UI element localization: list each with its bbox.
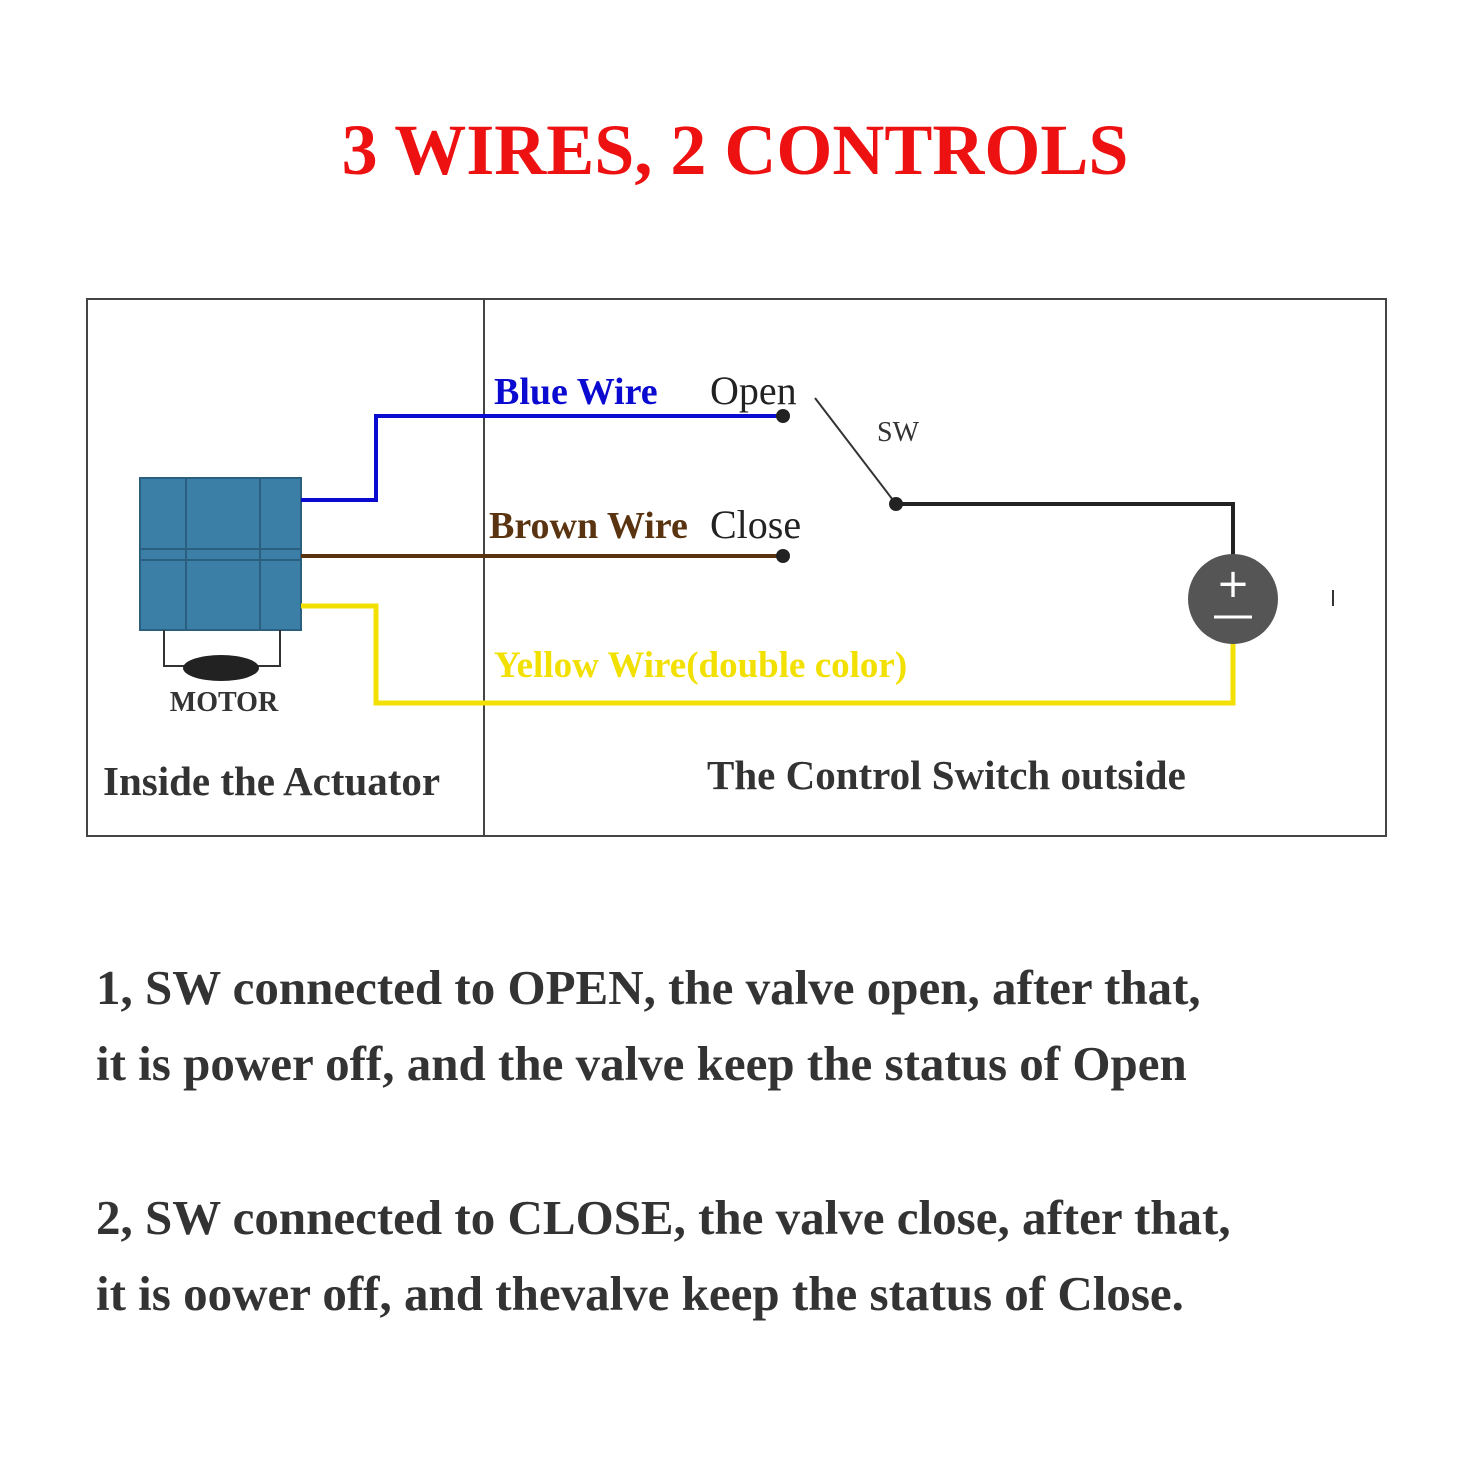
right-panel-label: The Control Switch outside: [707, 752, 1186, 798]
note-1-line-1: 1, SW connected to OPEN, the valve open,…: [96, 960, 1201, 1015]
diagram-frame: [86, 298, 1387, 837]
left-panel-label: Inside the Actuator: [103, 758, 440, 804]
blue-wire: [301, 414, 783, 502]
yellow-wire: [301, 603, 1236, 706]
yellow-wire-label: Yellow Wire(double color): [494, 645, 907, 686]
close-terminal: [776, 549, 790, 563]
battery-plus: +: [1216, 561, 1250, 607]
note-2: 2, SW connected to CLOSE, the valve clos…: [96, 1180, 1436, 1332]
switch-lever: [814, 397, 897, 505]
open-terminal: [776, 409, 790, 423]
note-2-line-2: it is oower off, and thevalve keep the s…: [96, 1266, 1184, 1321]
brown-wire-label: Brown Wire: [489, 505, 688, 547]
blue-wire-label: Blue Wire: [494, 371, 658, 413]
note-1: 1, SW connected to OPEN, the valve open,…: [96, 950, 1436, 1102]
close-label: Close: [710, 502, 801, 547]
switch-pivot: [889, 497, 903, 511]
motor-icon: [139, 477, 302, 681]
black-wire: [896, 502, 1235, 558]
motor-label: MOTOR: [170, 687, 279, 718]
switch-label: SW: [877, 417, 920, 448]
note-2-line-1: 2, SW connected to CLOSE, the valve clos…: [96, 1190, 1231, 1245]
open-label: Open: [710, 368, 797, 413]
page-title: 3 WIRES, 2 CONTROLS: [341, 110, 1129, 190]
battery-icon: [1188, 554, 1278, 644]
note-1-line-2: it is power off, and the valve keep the …: [96, 1036, 1187, 1091]
